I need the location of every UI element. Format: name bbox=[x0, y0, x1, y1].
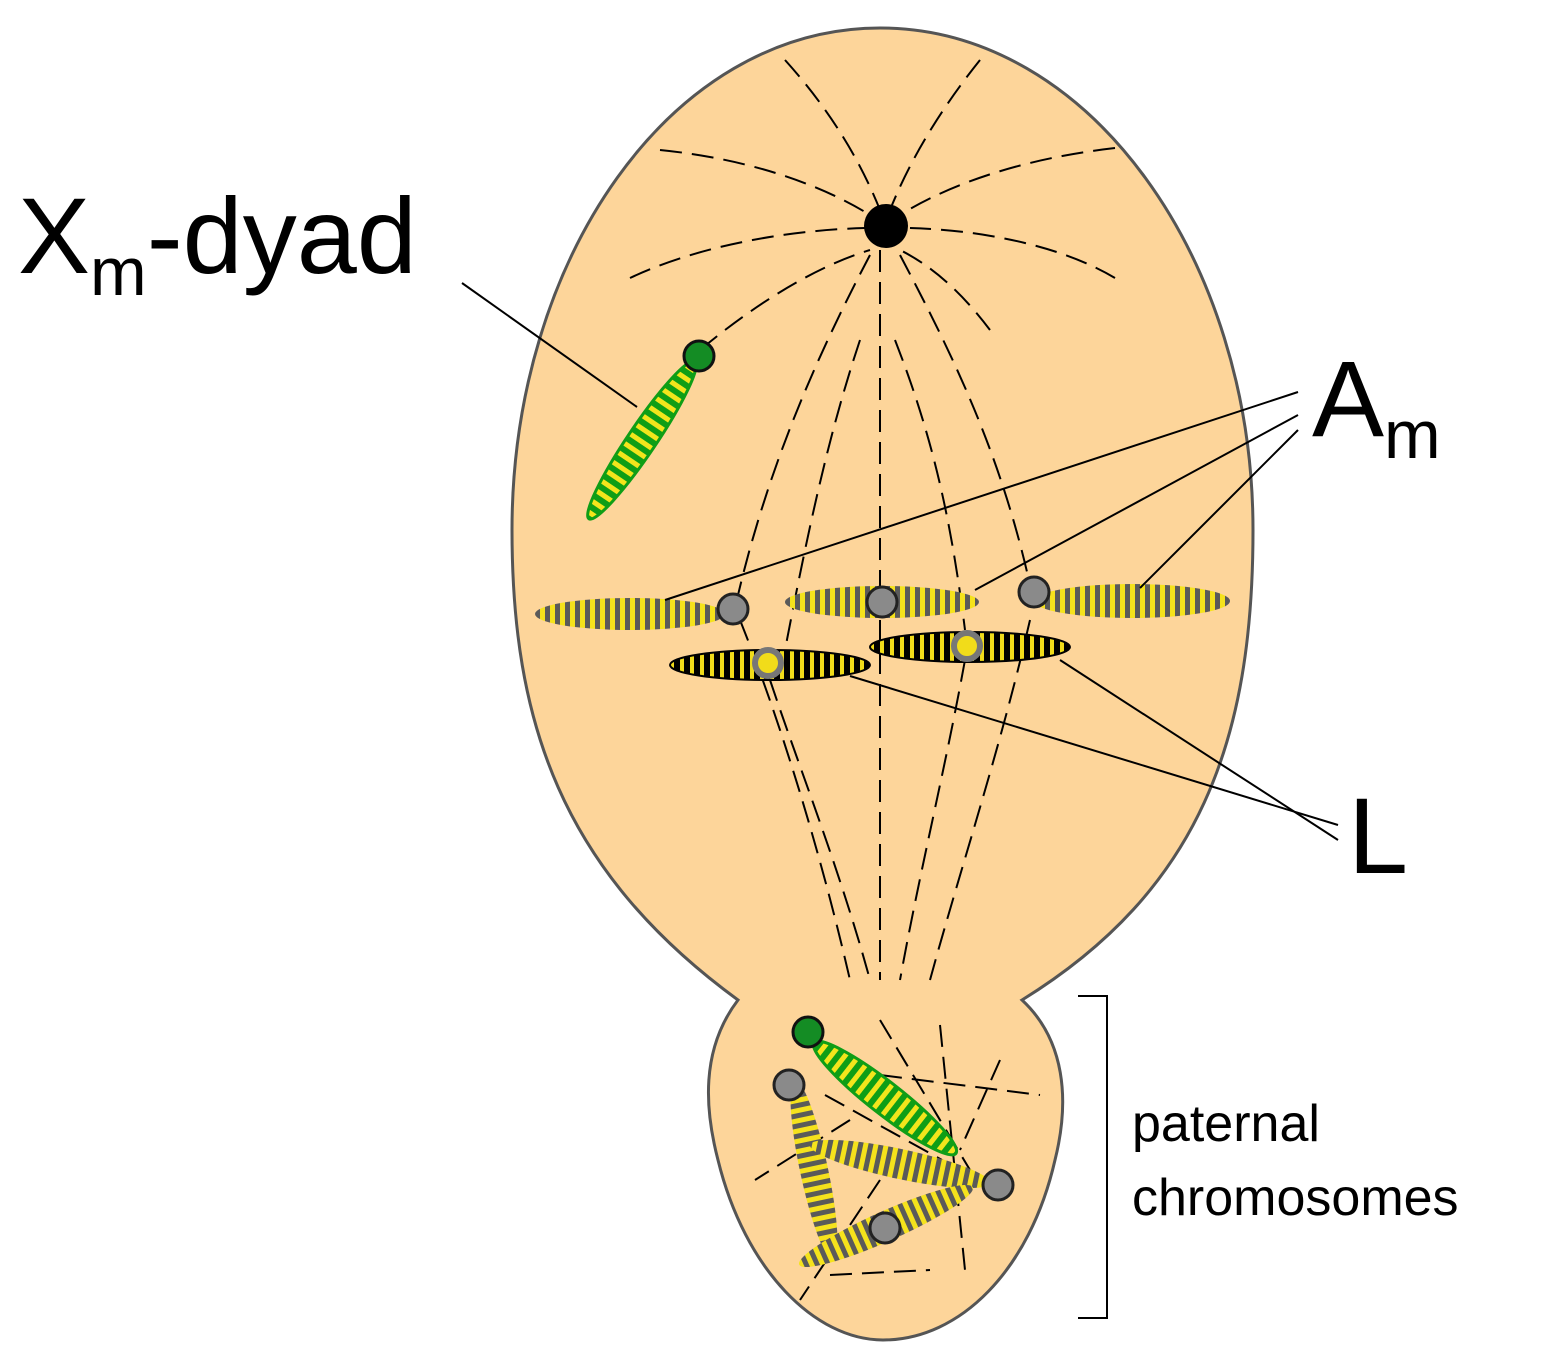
paternal-x bbox=[791, 1015, 959, 1157]
l-leader-2 bbox=[1059, 659, 1339, 841]
a-leader-3 bbox=[1139, 429, 1299, 589]
spindle-pole bbox=[864, 204, 908, 248]
l-chromosome-1 bbox=[669, 647, 871, 681]
autosome-centromere bbox=[865, 585, 899, 619]
a-label-main: A bbox=[1312, 338, 1385, 459]
paternal-centromere bbox=[868, 1211, 902, 1245]
leader-lines bbox=[461, 282, 1339, 1319]
autosome-1 bbox=[535, 592, 750, 630]
paternal-centromere bbox=[981, 1168, 1015, 1202]
paternal-autosome-3 bbox=[798, 1185, 974, 1267]
x-centromere bbox=[682, 339, 716, 373]
paternal-bracket bbox=[1078, 995, 1108, 1319]
a-label-subscript: m bbox=[1384, 397, 1441, 473]
x-label-main: X bbox=[18, 175, 91, 296]
autosome-2 bbox=[785, 585, 979, 619]
paternal-autosome-2 bbox=[809, 1139, 1015, 1202]
x-maternal-dyad bbox=[586, 339, 716, 521]
paternal-autosome-1 bbox=[772, 1068, 838, 1261]
l-centromere bbox=[951, 630, 983, 662]
autosome-centromere bbox=[1017, 575, 1051, 609]
autosome-centromere bbox=[716, 592, 750, 626]
paternal-line-1: paternal bbox=[1132, 1095, 1320, 1153]
paternal-chromosomes-label: paternal chromosomes bbox=[1132, 1088, 1459, 1236]
l-leader-1 bbox=[849, 675, 1339, 826]
paternal-line-2: chromosomes bbox=[1132, 1168, 1459, 1227]
paternal-x-centromere bbox=[791, 1015, 825, 1049]
autosome-3 bbox=[1017, 575, 1230, 618]
x-label-subscript: m bbox=[90, 234, 147, 310]
l-centromere bbox=[752, 647, 784, 679]
x-label-suffix: -dyad bbox=[146, 175, 417, 296]
a-leader-1 bbox=[664, 391, 1299, 601]
a-leader-2 bbox=[974, 414, 1299, 591]
a-maternal-label: Am bbox=[1312, 345, 1441, 470]
x-leader bbox=[461, 282, 638, 408]
l-chromosome-2 bbox=[869, 630, 1071, 663]
paternal-centromere bbox=[772, 1068, 806, 1102]
l-label: L bbox=[1348, 775, 1409, 896]
x-dyad-label: Xm-dyad bbox=[18, 182, 417, 307]
